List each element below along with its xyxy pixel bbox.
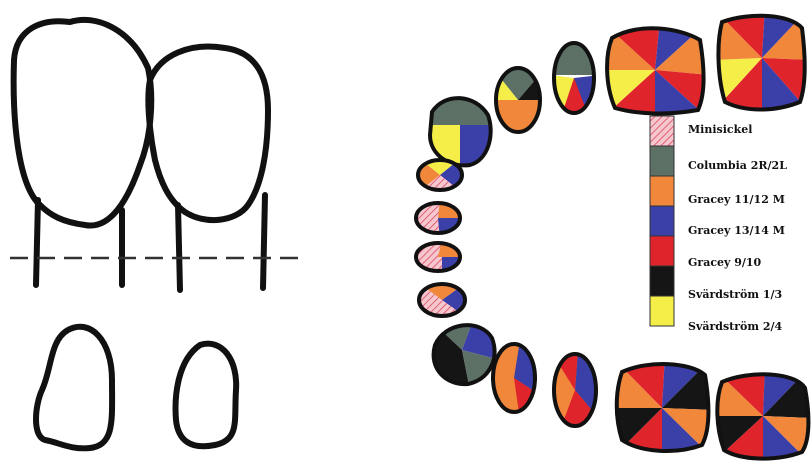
legend-label-svardstrom-1-3: Svärdström 1/3 [688, 288, 782, 301]
left-root-section [36, 327, 112, 449]
legend-label-minisickel: Minisickel [688, 123, 752, 136]
legend-label-columbia: Columbia 2R/2L [688, 159, 787, 172]
tooth-lower-molar-1 [610, 355, 715, 460]
legend-label-gracey-9-10: Gracey 9/10 [688, 256, 762, 269]
tooth-cross-sections [36, 327, 236, 449]
legend-item-gracey-13-14: Gracey 13/14 M [650, 206, 785, 237]
tooth-lower-premolar-1 [490, 340, 540, 420]
legend-swatch-gracey-11-12 [650, 176, 674, 206]
legend-item-svardstrom-2-4: Svärdström 2/4 [650, 296, 782, 333]
legend-swatch-minisickel [650, 116, 674, 146]
right-tooth-crown [148, 47, 268, 221]
left-tooth-crown [14, 20, 152, 226]
legend-swatch-columbia [650, 146, 674, 176]
left-tooth-root-1 [36, 200, 38, 285]
tooth-side-view [14, 20, 268, 290]
legend-item-gracey-11-12: Gracey 11/12 M [650, 176, 785, 206]
legend-swatch-svardstrom-2-4 [650, 296, 674, 326]
tooth-upper-canine [425, 90, 495, 170]
legend-label-gracey-11-12: Gracey 11/12 M [688, 193, 785, 206]
legend-label-gracey-13-14: Gracey 13/14 M [688, 224, 785, 237]
legend-swatch-gracey-13-14 [650, 206, 674, 236]
legend-swatch-svardstrom-1-3 [650, 266, 674, 296]
legend: Minisickel Columbia 2R/2L Gracey 11/12 M… [650, 116, 787, 333]
right-root-section [176, 344, 237, 447]
tooth-lower-molar-2 [710, 365, 812, 465]
tooth-lower-canine [425, 315, 500, 390]
tooth-incisor-2 [410, 200, 470, 240]
legend-item-columbia: Columbia 2R/2L [650, 146, 787, 176]
right-tooth-root-1 [178, 205, 180, 290]
legend-item-gracey-9-10: Gracey 9/10 [650, 236, 762, 269]
tooth-incisor-3 [410, 240, 472, 275]
tooth-lower-premolar-2 [550, 350, 600, 430]
legend-item-minisickel: Minisickel [650, 116, 752, 146]
tooth-upper-molar-1 [600, 20, 710, 120]
legend-label-svardstrom-2-4: Svärdström 2/4 [688, 320, 782, 333]
legend-swatch-gracey-9-10 [650, 236, 674, 266]
right-tooth-root-2 [263, 195, 265, 288]
tooth-upper-molar-2 [710, 5, 812, 115]
tooth-incisor-4 [415, 280, 470, 320]
tooth-upper-premolar-2 [490, 65, 550, 140]
tooth-upper-premolar-1 [550, 40, 600, 120]
